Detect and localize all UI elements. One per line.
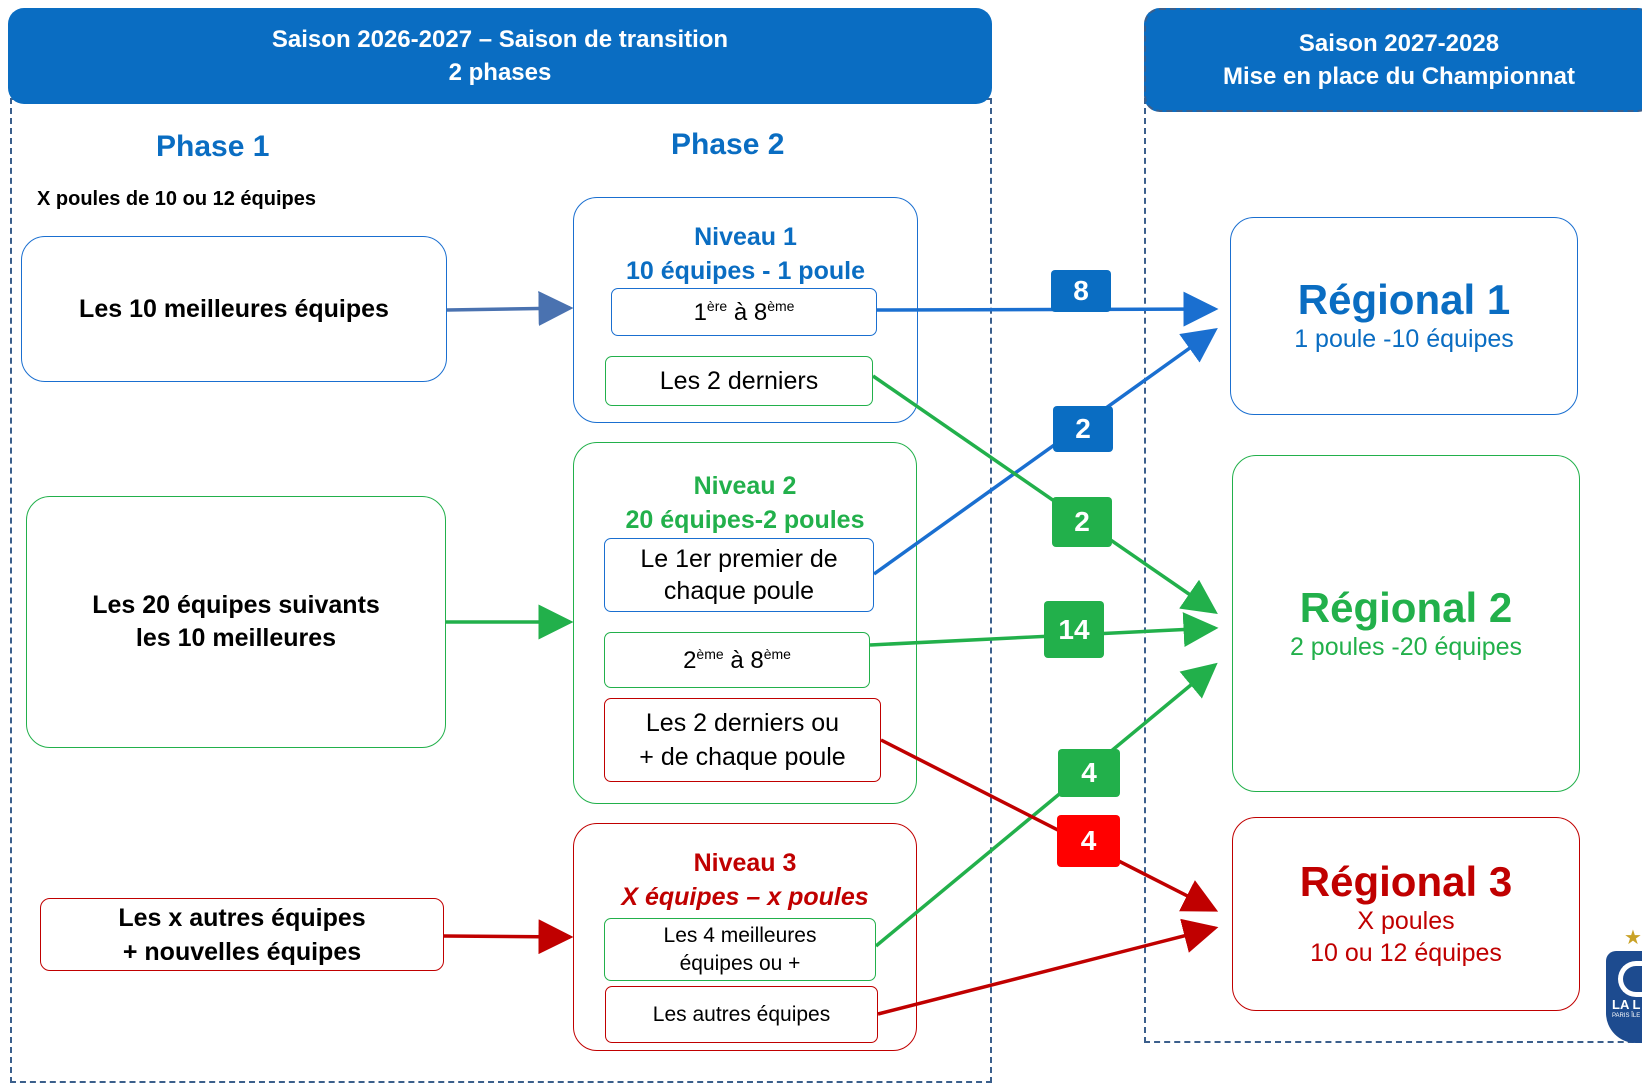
phase2-title: Phase 2 <box>671 128 785 161</box>
p1-box-bot-line1: Les x autres équipes <box>118 903 366 932</box>
p1-box-mid-line2: les 10 meilleures <box>135 624 337 652</box>
header-season-2027-line1: Saison 2027-2028 <box>1298 30 1500 57</box>
logo-small-text: PARIS ÎLE <box>1612 1013 1641 1019</box>
p1-box-mid: Les 20 équipes suivants les 10 meilleure… <box>26 496 446 748</box>
rank2-end-sup: ème <box>763 645 791 662</box>
niveau3-title: Niveau 3 <box>693 849 797 877</box>
niveau3-item-autres: Les autres équipes <box>605 986 878 1043</box>
phase1-title: Phase 1 <box>156 130 270 163</box>
arrow-n2-2-8-to-r2 <box>869 612 1219 648</box>
header-season-2027-line2: Mise en place du Championnat <box>1222 63 1576 90</box>
niveau2-item-2-8: 2ème à 8ème <box>604 632 870 688</box>
niveau1-item-derniers-text: Les 2 derniers <box>659 366 819 395</box>
rank2-start-sup: ème <box>696 645 724 662</box>
regional2-box: Régional 2 2 poules -20 équipes <box>1232 455 1580 792</box>
badge-2-blue: 2 <box>1053 406 1113 452</box>
logo-shield: LA L PARIS ÎLE <box>1606 951 1642 1043</box>
regional3-sub1: X poules <box>1357 907 1455 935</box>
niveau2-item-premier-line2: chaque poule <box>663 577 815 605</box>
niveau1-item-1-8-text: 1ère à 8ème <box>694 298 795 327</box>
p1-box-bot-line2: + nouvelles équipes <box>122 937 362 966</box>
badge-8: 8 <box>1051 270 1111 312</box>
niveau2-item-derniers-line2: + de chaque poule <box>639 743 846 771</box>
niveau2-subtitle: 20 équipes-2 poules <box>625 506 865 534</box>
niveau1-item-1-8: 1ère à 8ème <box>611 288 877 336</box>
arrow-n2-premier-to-r1 <box>872 327 1218 576</box>
badge-14: 14 <box>1044 601 1104 658</box>
p1-box-top: Les 10 meilleures équipes <box>21 236 447 382</box>
arrow-top-to-niveau1 <box>446 291 574 327</box>
regional1-box: Régional 1 1 poule -10 équipes <box>1230 217 1578 415</box>
header-season-2026-line1: Saison 2026-2027 – Saison de transition <box>271 26 729 53</box>
rank-end: à 8 <box>727 298 768 326</box>
badge-4-red: 4 <box>1057 815 1120 867</box>
rank2-end: à 8 <box>723 646 764 674</box>
regional3-box: Régional 3 X poules 10 ou 12 équipes <box>1232 817 1580 1011</box>
niveau2-item-premier: Le 1er premier de chaque poule <box>604 538 874 612</box>
rank2-start: 2 <box>683 646 697 674</box>
badge-4-green: 4 <box>1058 749 1120 797</box>
logo-rooster-icon <box>1618 961 1642 997</box>
regional2-sub: 2 poules -20 équipes <box>1289 632 1523 661</box>
niveau3-item-meilleures-line2: équipes ou + <box>679 951 801 975</box>
niveau3-item-meilleures-line1: Les 4 meilleures <box>663 923 817 947</box>
regional1-title: Régional 1 <box>1297 276 1511 323</box>
arrow-bot-to-niveau3 <box>443 919 574 955</box>
phase1-subtitle: X poules de 10 ou 12 équipes <box>37 188 316 210</box>
arrow-n2-derniers-to-r3 <box>880 738 1219 912</box>
regional3-title: Régional 3 <box>1299 858 1513 905</box>
rank-start: 1 <box>693 298 707 326</box>
badge-2-green: 2 <box>1052 497 1112 547</box>
niveau3-subtitle: X équipes – x poules <box>621 883 869 911</box>
arrow-n1-to-r1 <box>876 291 1219 327</box>
p1-box-top-label: Les 10 meilleures équipes <box>79 294 389 323</box>
rank-end-sup: ème <box>767 297 795 314</box>
regional2-title: Régional 2 <box>1299 583 1513 631</box>
header-season-2026: Saison 2026-2027 – Saison de transition … <box>8 8 992 104</box>
niveau2-item-2-8-text: 2ème à 8ème <box>683 646 791 675</box>
regional3-sub2: 10 ou 12 équipes <box>1310 939 1502 967</box>
niveau3-item-meilleures: Les 4 meilleures équipes ou + <box>604 918 876 981</box>
header-season-2027: Saison 2027-2028 Mise en place du Champi… <box>1144 8 1642 112</box>
niveau2-item-premier-line1: Le 1er premier de <box>640 545 838 573</box>
niveau2-title: Niveau 2 <box>693 472 797 500</box>
niveau1-title: Niveau 1 <box>694 223 797 251</box>
rank-start-sup: ère <box>706 297 728 314</box>
p1-box-mid-line1: Les 20 équipes suivants <box>92 591 380 619</box>
niveau3-item-autres-text: Les autres équipes <box>652 1002 831 1026</box>
arrow-n3-autres-to-r3 <box>877 918 1219 1016</box>
ligue-logo-icon: ★ LA L PARIS ÎLE <box>1604 925 1642 1045</box>
regional1-sub: 1 poule -10 équipes <box>1294 325 1514 353</box>
logo-text: LA L <box>1612 997 1641 1012</box>
niveau1-subtitle: 10 équipes - 1 poule <box>626 257 865 285</box>
star-icon: ★ <box>1624 927 1642 949</box>
arrow-n3-meilleures-to-r2 <box>874 662 1218 948</box>
header-season-2026-line2: 2 phases <box>448 59 552 86</box>
p1-box-bot: Les x autres équipes + nouvelles équipes <box>40 898 444 971</box>
arrow-n1-derniers-to-r2 <box>872 374 1218 614</box>
niveau1-item-derniers: Les 2 derniers <box>605 356 873 406</box>
niveau2-item-derniers-line1: Les 2 derniers ou <box>645 709 840 737</box>
niveau2-item-derniers: Les 2 derniers ou + de chaque poule <box>604 698 881 782</box>
